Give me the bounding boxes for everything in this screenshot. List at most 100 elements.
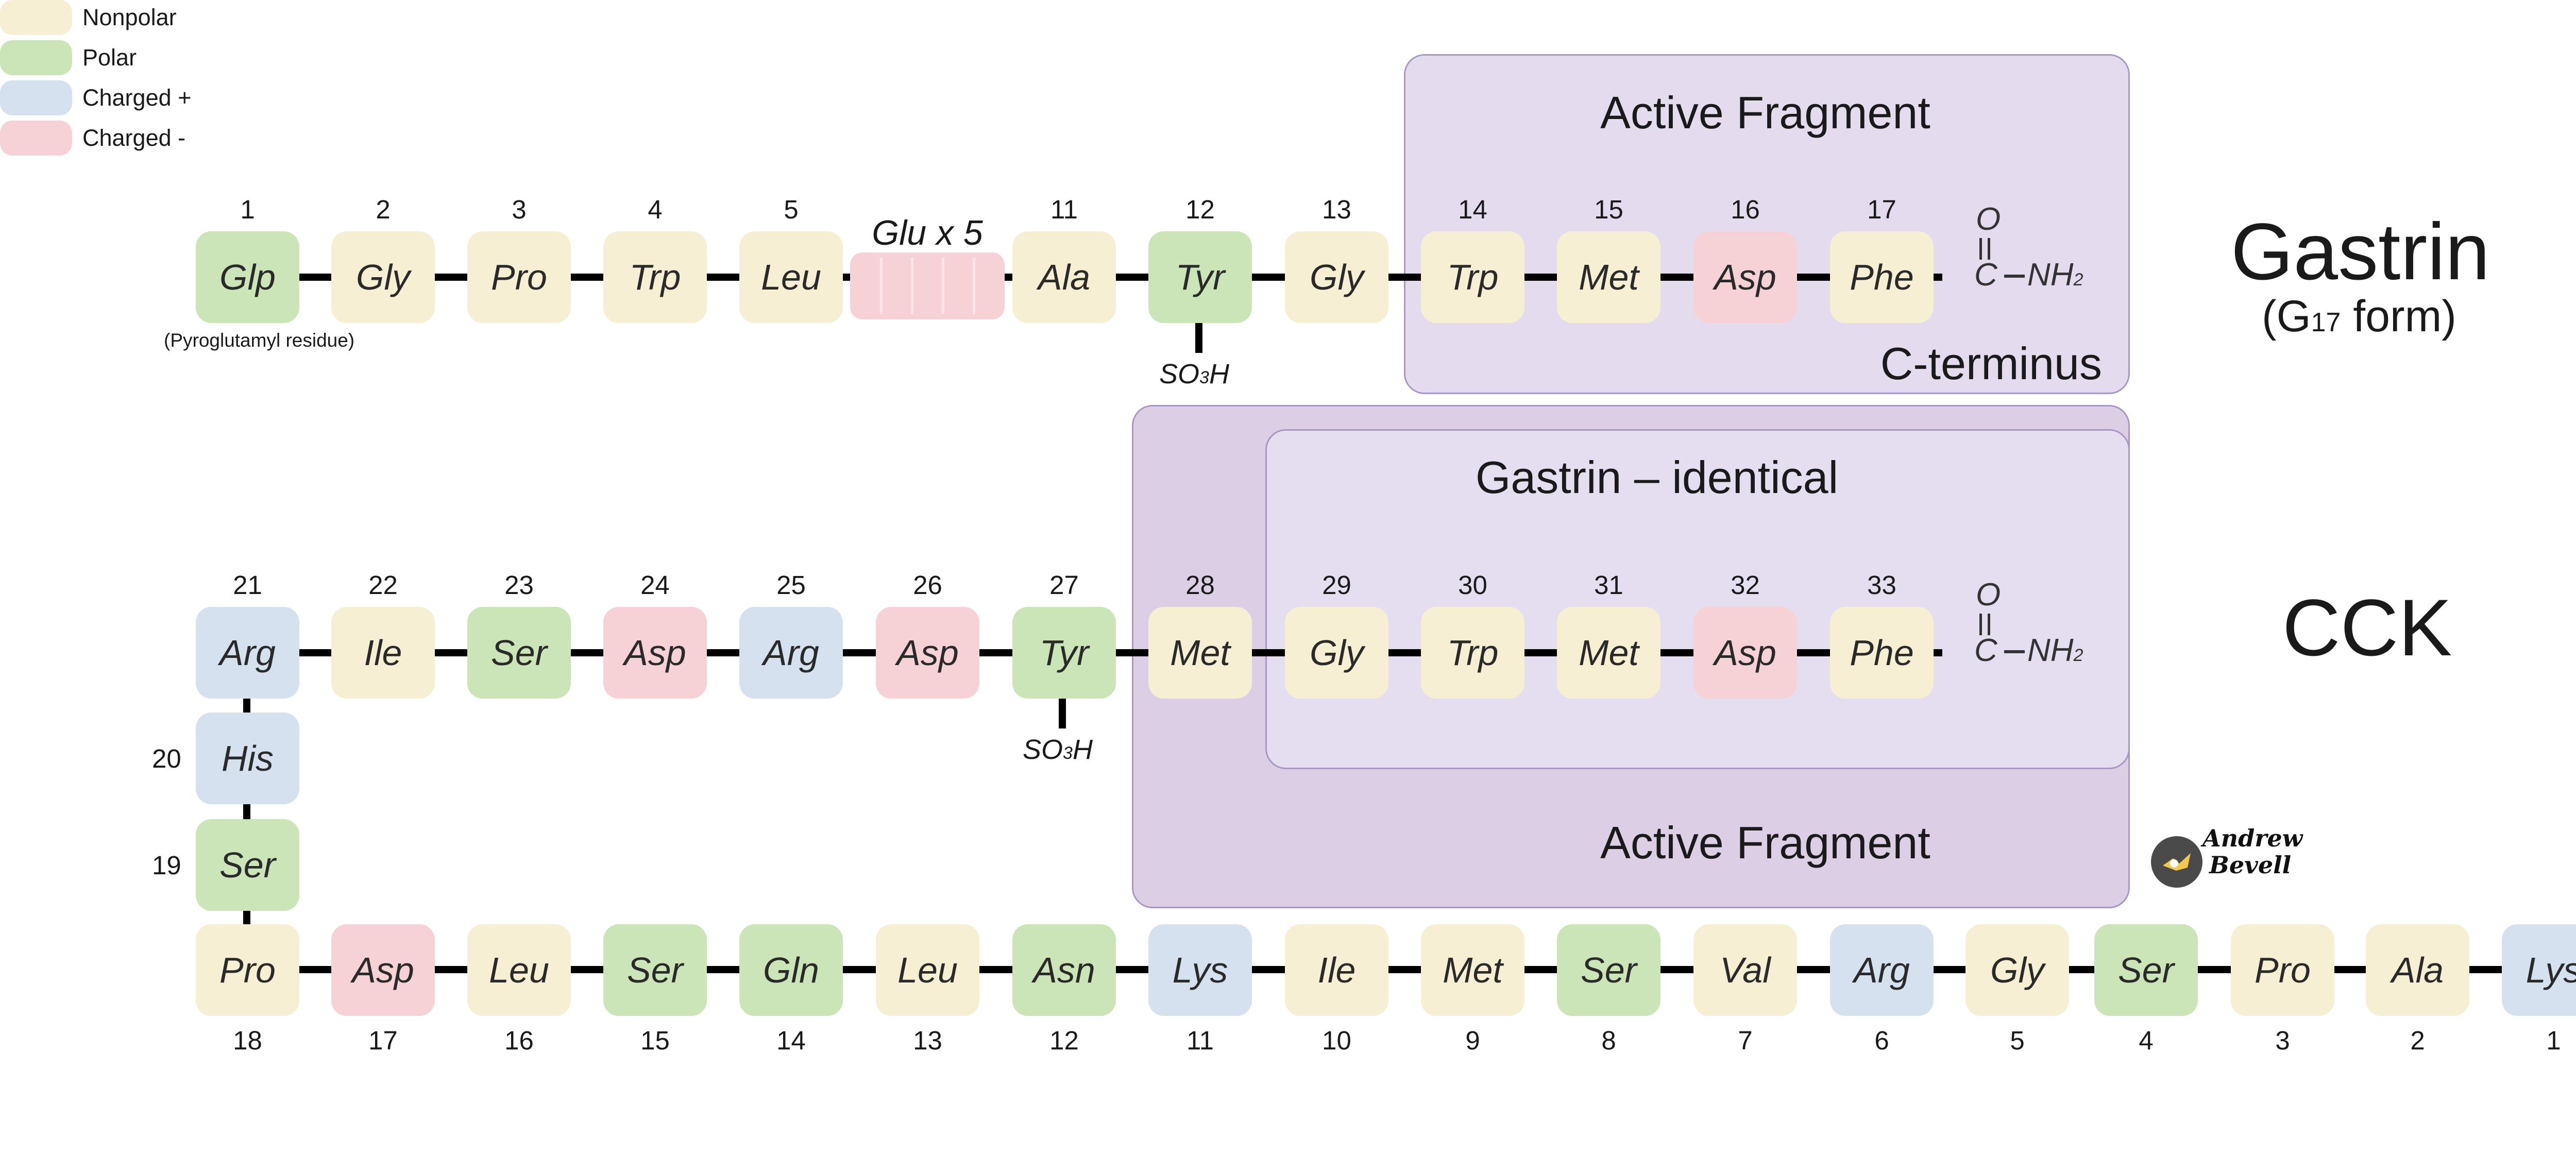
gastrin-12-residue: Tyr — [1148, 231, 1252, 323]
cck-gastrin-identical-box — [1265, 429, 2130, 769]
cck-bottom-3-number: 3 — [2275, 1026, 2290, 1055]
cck-29-number: 29 — [1322, 570, 1351, 600]
cck-so3h-sub: 3 — [1063, 743, 1073, 763]
cck-19-number: 19 — [152, 851, 181, 880]
cck-32-number: 32 — [1731, 570, 1760, 600]
cck-bottom-12-residue: Asn — [1012, 924, 1116, 1016]
cck-24-residue: Asp — [603, 607, 707, 699]
signature-line1: Andrew — [2202, 824, 2303, 852]
cck-bottom-9-residue: Met — [1421, 924, 1524, 1016]
gastrin-2-residue: Gly — [331, 231, 435, 323]
cck-bottom-7-residue: Val — [1693, 924, 1797, 1016]
gastrin-cterm-nh: NH — [2027, 257, 2074, 293]
gastrin-cterm-nh-sub: 2 — [2073, 270, 2083, 290]
gastrin-5-residue: Leu — [739, 231, 843, 323]
cck-bottom-10-number: 10 — [1322, 1026, 1351, 1055]
gastrin-16-number: 16 — [1731, 195, 1760, 224]
cck-bottom-10-residue: Ile — [1285, 924, 1388, 1016]
cck-bottom-11-number: 11 — [1187, 1026, 1214, 1055]
gastrin-1-residue: Glp — [196, 231, 299, 323]
cck-33-residue: Phe — [1830, 607, 1934, 699]
gastrin-13-residue: Gly — [1285, 231, 1388, 323]
cck-19-residue: Ser — [196, 819, 299, 911]
signature-line2: Bevell — [2209, 851, 2292, 879]
cck-cterm-bond — [2004, 650, 2025, 653]
cck-cterm-o: O — [1976, 577, 2001, 613]
cck-25-number: 25 — [776, 570, 806, 600]
gastrin-cterm-group: O C NH2 — [1937, 201, 2092, 314]
cck-27-residue: Tyr — [1012, 607, 1116, 699]
gastrin-cterminus-label: C-terminus — [1880, 338, 2102, 389]
gastrin-form-prefix: (G — [2262, 292, 2311, 341]
gastrin-3-residue: Pro — [467, 231, 571, 323]
cck-bottom-5-residue: Gly — [1965, 924, 2069, 1016]
gastrin-17-residue: Phe — [1830, 231, 1934, 323]
cck-29-residue: Gly — [1285, 607, 1388, 699]
cck-cterm-nh: NH — [2027, 633, 2074, 668]
cck-33-number: 33 — [1867, 570, 1896, 600]
gastrin-cterm-o: O — [1976, 201, 2001, 237]
cck-31-residue: Met — [1557, 607, 1660, 699]
gastrin-15-number: 15 — [1594, 195, 1623, 224]
legend-swatch-polar — [0, 40, 72, 75]
cck-cterm-double-bond-2 — [1988, 614, 1990, 635]
cck-title: CCK — [2282, 583, 2452, 673]
cck-bottom-16-number: 16 — [504, 1026, 534, 1055]
cck-gastrin-identical-label: Gastrin – identical — [1475, 452, 1839, 503]
gastrin-14-residue: Trp — [1421, 231, 1524, 323]
cck-31-number: 31 — [1594, 570, 1623, 600]
gastrin-so3h-text: SO — [1159, 359, 1200, 389]
signature-logo-icon — [2151, 836, 2202, 888]
gastrin-so3h-label: SO3H — [1159, 358, 1229, 390]
cck-cterm-double-bond — [1979, 614, 1982, 635]
cck-bottom-3-residue: Pro — [2231, 924, 2334, 1016]
gastrin-15-residue: Met — [1557, 231, 1660, 323]
cck-20-number: 20 — [152, 744, 181, 773]
cck-bottom-16-residue: Leu — [467, 924, 571, 1016]
gastrin-so3h-end: H — [1209, 359, 1229, 389]
legend-swatch-charged-minus — [0, 121, 72, 156]
cck-25-residue: Arg — [739, 607, 843, 699]
cck-bottom-2-number: 2 — [2410, 1026, 2425, 1055]
cck-30-residue: Trp — [1421, 607, 1524, 699]
gastrin-12-number: 12 — [1185, 195, 1215, 224]
cck-cterm-c: C — [1974, 633, 1997, 668]
gastrin-form-sub: 17 — [2311, 308, 2341, 337]
gastrin-cterm-nh2: NH2 — [2027, 257, 2083, 293]
gastrin-cterm-bond — [2004, 275, 2025, 278]
legend-swatch-charged-plus — [0, 80, 72, 115]
gastrin-13-number: 13 — [1322, 195, 1351, 224]
cck-bottom-4-residue: Ser — [2094, 924, 2198, 1016]
cck-active-fragment-label: Active Fragment — [1600, 817, 1930, 868]
gastrin-active-fragment-label: Active Fragment — [1600, 87, 1930, 138]
gastrin-2-number: 2 — [376, 195, 391, 224]
cck-bottom-9-number: 9 — [1465, 1026, 1480, 1055]
cck-bottom-14-number: 14 — [776, 1026, 806, 1055]
gastrin-so3h-sub: 3 — [1199, 368, 1209, 387]
cck-bottom-11-residue: Lys — [1148, 924, 1252, 1016]
cck-bottom-15-residue: Ser — [603, 924, 707, 1016]
cck-cterm-nh2: NH2 — [2027, 632, 2083, 669]
legend-swatch-nonpolar — [0, 0, 72, 35]
cck-27-number: 27 — [1049, 570, 1079, 600]
cck-so3h-end: H — [1072, 734, 1093, 765]
cck-26-residue: Asp — [876, 607, 979, 699]
cck-bottom-5-number: 5 — [2010, 1026, 2025, 1055]
cck-bottom-1-number: 1 — [2546, 1026, 2561, 1055]
cck-so3h-text: SO — [1023, 734, 1063, 765]
gastrin-title: Gastrin — [2231, 207, 2490, 297]
legend-label-charged-plus: Charged + — [82, 84, 192, 111]
gastrin-form-suffix: form) — [2341, 292, 2456, 341]
cck-bottom-12-number: 12 — [1049, 1026, 1079, 1055]
cck-32-residue: Asp — [1693, 607, 1797, 699]
cck-bottom-6-number: 6 — [1874, 1026, 1889, 1055]
cck-bottom-6-residue: Arg — [1830, 924, 1934, 1016]
cck-bottom-17-number: 17 — [368, 1026, 398, 1055]
cck-21-residue: Arg — [196, 607, 299, 699]
cck-bottom-2-residue: Ala — [2366, 924, 2469, 1016]
cck-30-number: 30 — [1458, 570, 1487, 600]
cck-23-residue: Ser — [467, 607, 571, 699]
glu-x5-block — [850, 252, 1005, 319]
cck-bottom-15-number: 15 — [640, 1026, 670, 1055]
cck-cterm-nh-sub: 2 — [2073, 646, 2083, 665]
